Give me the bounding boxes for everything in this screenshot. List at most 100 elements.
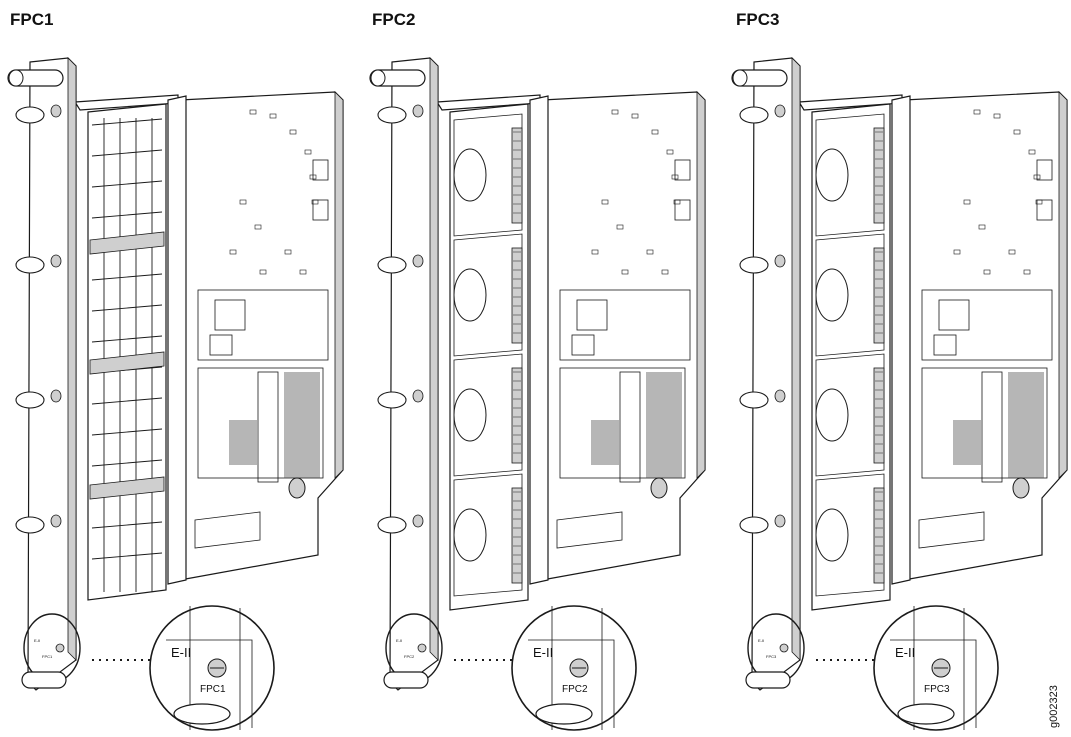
midboard-module bbox=[559, 289, 691, 361]
card-fpc2: E-II FPC2 E-II FPC2 bbox=[369, 57, 706, 731]
main-board bbox=[541, 91, 706, 581]
figure-id: g002323 bbox=[1046, 640, 1066, 730]
pic-slot-3 bbox=[815, 353, 885, 477]
pic-bays bbox=[811, 103, 891, 611]
connector-lower bbox=[1036, 199, 1053, 221]
captive-screw-icon bbox=[377, 106, 407, 124]
captive-screw-icon bbox=[15, 516, 45, 534]
lower-module bbox=[559, 367, 686, 479]
heatsink-fins bbox=[229, 372, 320, 478]
ejector-handle-bottom bbox=[383, 671, 429, 689]
handle-knob-icon bbox=[8, 69, 24, 87]
pic-port-opening bbox=[815, 148, 849, 202]
connector-upper bbox=[312, 159, 329, 181]
pic-slot-1 bbox=[453, 113, 523, 237]
inset-slot-label: FPC1 bbox=[200, 684, 226, 695]
pic-connector bbox=[511, 127, 523, 224]
divider-rail bbox=[891, 95, 911, 585]
pic-slot-4 bbox=[453, 473, 523, 597]
divider-rail bbox=[529, 95, 549, 585]
heatsink-fins bbox=[953, 372, 1044, 478]
captive-screw-icon bbox=[739, 391, 769, 409]
inset-handle bbox=[173, 703, 231, 725]
fan-tray-grid bbox=[87, 103, 167, 601]
inset-handle bbox=[535, 703, 593, 725]
pic-slot-3 bbox=[453, 353, 523, 477]
pic-connector bbox=[873, 367, 885, 464]
small-slot-label: FPC2 bbox=[404, 654, 415, 659]
connector-upper bbox=[1036, 159, 1053, 181]
edge-connector bbox=[918, 511, 985, 549]
thumbscrew-icon bbox=[288, 477, 306, 499]
pic-slot-4 bbox=[815, 473, 885, 597]
connector-upper bbox=[674, 159, 691, 181]
captive-screw-icon bbox=[739, 516, 769, 534]
small-edition-label: E-II bbox=[758, 638, 764, 643]
small-slot-label: FPC3 bbox=[766, 654, 777, 659]
captive-screw-icon bbox=[377, 516, 407, 534]
board-edge bbox=[1058, 91, 1068, 479]
edge-connector bbox=[556, 511, 623, 549]
connector-lower bbox=[312, 199, 329, 221]
inset-handle bbox=[897, 703, 955, 725]
captive-screw-icon bbox=[739, 256, 769, 274]
pic-connector bbox=[873, 487, 885, 584]
handle-knob-icon bbox=[370, 69, 386, 87]
captive-screw-icon bbox=[15, 391, 45, 409]
captive-screw-icon bbox=[15, 256, 45, 274]
captive-screw-icon bbox=[377, 256, 407, 274]
small-components bbox=[229, 109, 319, 275]
card-fpc1: E-II FPC1 E-II FPC1 bbox=[7, 57, 344, 731]
inset-edition-label: E-II bbox=[533, 645, 553, 660]
pic-connector bbox=[511, 487, 523, 584]
small-edition-label: E-II bbox=[396, 638, 402, 643]
chip-small bbox=[209, 334, 233, 356]
lower-module bbox=[921, 367, 1048, 479]
board-edge bbox=[696, 91, 706, 479]
pic-connector bbox=[511, 247, 523, 344]
captive-screw-icon bbox=[739, 106, 769, 124]
asic-chip bbox=[576, 299, 608, 331]
heatsink-fins bbox=[591, 372, 682, 478]
pic-bays bbox=[449, 103, 529, 611]
pic-connector bbox=[873, 127, 885, 224]
divider-rail bbox=[167, 95, 187, 585]
captive-screw-icon bbox=[377, 391, 407, 409]
pic-port-opening bbox=[453, 268, 487, 322]
title-fpc1: FPC1 bbox=[10, 10, 54, 29]
chip-small bbox=[933, 334, 957, 356]
midboard-module bbox=[197, 289, 329, 361]
faceplate-edge bbox=[791, 57, 801, 661]
small-components bbox=[591, 109, 681, 275]
thumbscrew-icon bbox=[1012, 477, 1030, 499]
inset-edition-label: E-II bbox=[171, 645, 191, 660]
heat-bar bbox=[619, 371, 641, 483]
pic-slot-1 bbox=[815, 113, 885, 237]
figure-id-label: g002323 bbox=[1048, 685, 1060, 728]
pic-connector bbox=[511, 367, 523, 464]
pic-slot-2 bbox=[815, 233, 885, 357]
inset-slot-label: FPC3 bbox=[924, 684, 950, 695]
pic-slot-2 bbox=[453, 233, 523, 357]
small-slot-label: FPC1 bbox=[42, 654, 53, 659]
inset-slot-label: FPC2 bbox=[562, 684, 588, 695]
small-components bbox=[953, 109, 1043, 275]
pic-port-opening bbox=[815, 268, 849, 322]
pic-port-opening bbox=[815, 388, 849, 442]
ejector-handle-bottom bbox=[21, 671, 67, 689]
small-edition-label: E-II bbox=[34, 638, 40, 643]
connector-lower bbox=[674, 199, 691, 221]
edge-connector bbox=[194, 511, 261, 549]
inset-detail-fpc2: E-II FPC2 bbox=[511, 605, 637, 731]
title-fpc3: FPC3 bbox=[736, 10, 780, 29]
midboard-module bbox=[921, 289, 1053, 361]
board-edge bbox=[334, 91, 344, 479]
faceplate-edge bbox=[429, 57, 439, 661]
heat-bar bbox=[981, 371, 1003, 483]
main-board bbox=[903, 91, 1068, 581]
main-board bbox=[179, 91, 344, 581]
pic-connector bbox=[873, 247, 885, 344]
asic-chip bbox=[938, 299, 970, 331]
